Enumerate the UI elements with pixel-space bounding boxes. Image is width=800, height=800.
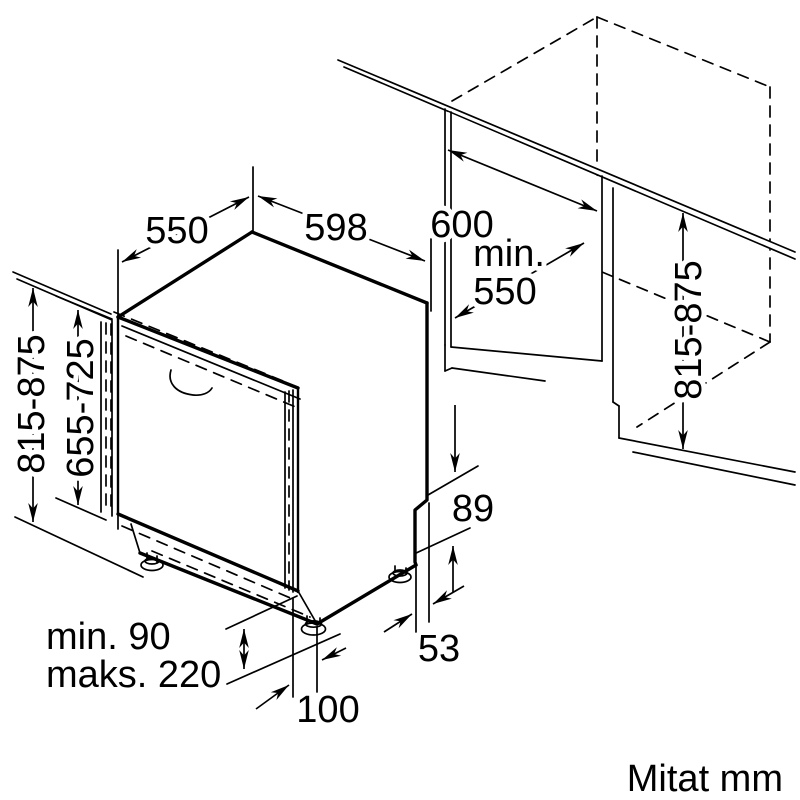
dim-53-arrow-left bbox=[383, 613, 413, 633]
dim-53-label: 53 bbox=[418, 628, 460, 670]
appliance-foot-front bbox=[300, 615, 327, 636]
door-handle bbox=[169, 369, 213, 397]
dim-min550-arrow bbox=[454, 242, 585, 319]
dishwasher-door-face bbox=[118, 317, 298, 591]
appliance-foot-left bbox=[140, 552, 164, 572]
dim-min550-prefix-label: min. bbox=[473, 233, 545, 275]
dim-550-label: 550 bbox=[145, 210, 208, 252]
dim-655-725-label: 655-725 bbox=[60, 338, 102, 477]
dim-89-label: 89 bbox=[452, 488, 494, 530]
units-note: Mitat mm bbox=[627, 758, 783, 800]
dim-815-875-left-label: 815-875 bbox=[11, 334, 53, 473]
dim-598-arrow bbox=[257, 195, 426, 262]
dim-600-arrow bbox=[447, 149, 598, 212]
dimension-ticks bbox=[117, 166, 432, 332]
dim-53-arrow-right bbox=[432, 585, 465, 605]
right-cabinet bbox=[612, 187, 796, 486]
dim-plinth-min-label: min. 90 bbox=[46, 616, 171, 658]
dimension-arrows bbox=[28, 149, 688, 710]
dim-100-label: 100 bbox=[296, 689, 359, 731]
dim-598-label: 598 bbox=[304, 207, 367, 249]
dim-100-arrow-right bbox=[321, 647, 347, 661]
appliance-foot-right bbox=[388, 565, 412, 584]
niche-dashed-box bbox=[451, 16, 771, 428]
dishwasher-top-face bbox=[118, 232, 427, 388]
dim-min550-value-label: 550 bbox=[473, 271, 536, 313]
dishwasher-right-face bbox=[298, 303, 427, 624]
dim-550-arrow bbox=[121, 196, 250, 263]
dimension-labels: 550 598 600 min. 550 815-875 655-725 815… bbox=[6, 199, 788, 800]
dim-100-arrow-left bbox=[255, 684, 290, 710]
dim-plinth-max-label: maks. 220 bbox=[46, 654, 221, 696]
dim-815-875-right-label: 815-875 bbox=[668, 260, 710, 399]
dishwasher bbox=[100, 230, 429, 636]
dim-600-label: 600 bbox=[430, 204, 493, 246]
